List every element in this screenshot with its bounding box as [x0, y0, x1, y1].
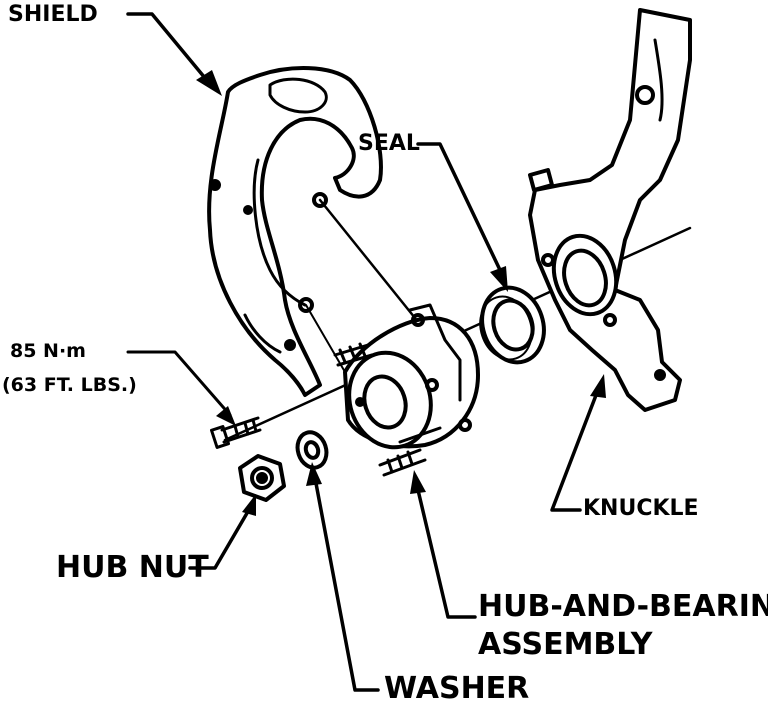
- seal-label: SEAL: [358, 131, 420, 156]
- seal-leader-line: [416, 142, 502, 272]
- torque-label-line2: (63 FT. LBS.): [2, 374, 137, 396]
- torque-label-line1: 85 N·m: [10, 340, 86, 362]
- knuckle-leader-line: [550, 388, 600, 512]
- shield-part: [207, 66, 383, 397]
- hub-bearing-label-line2: ASSEMBLY: [478, 627, 653, 662]
- knuckle-part: [528, 8, 692, 412]
- knuckle-arrowhead: [590, 374, 606, 398]
- seal-arrowhead: [490, 266, 508, 292]
- hub-nut-part: [238, 454, 286, 502]
- washer-arrowhead: [306, 462, 322, 486]
- hub-bearing-label-line1: HUB-AND-BEARING: [478, 589, 768, 624]
- hub-nut-label: HUB NUT: [56, 550, 209, 585]
- washer-part: [295, 430, 329, 470]
- hub-nut-arrowhead: [242, 494, 256, 516]
- washer-label: WASHER: [384, 671, 530, 706]
- shield-to-hub-line-1: [318, 198, 417, 320]
- washer-leader-line: [313, 476, 380, 692]
- hub-part: [333, 303, 480, 477]
- shield-to-hub-line-2: [305, 304, 346, 373]
- bolt-part: [210, 416, 262, 449]
- hub-nut-leader-line: [188, 506, 252, 570]
- hub-bearing-arrowhead: [410, 470, 426, 494]
- seal-part: [479, 285, 546, 365]
- knuckle-label: KNUCKLE: [583, 496, 699, 521]
- hub-bearing-leader-line: [416, 488, 477, 619]
- shield-leader-line: [126, 12, 207, 80]
- shield-arrowhead: [196, 70, 222, 96]
- torque-leader-line: [126, 350, 232, 417]
- torque-arrowhead: [216, 406, 236, 426]
- shield-label: SHIELD: [8, 2, 98, 27]
